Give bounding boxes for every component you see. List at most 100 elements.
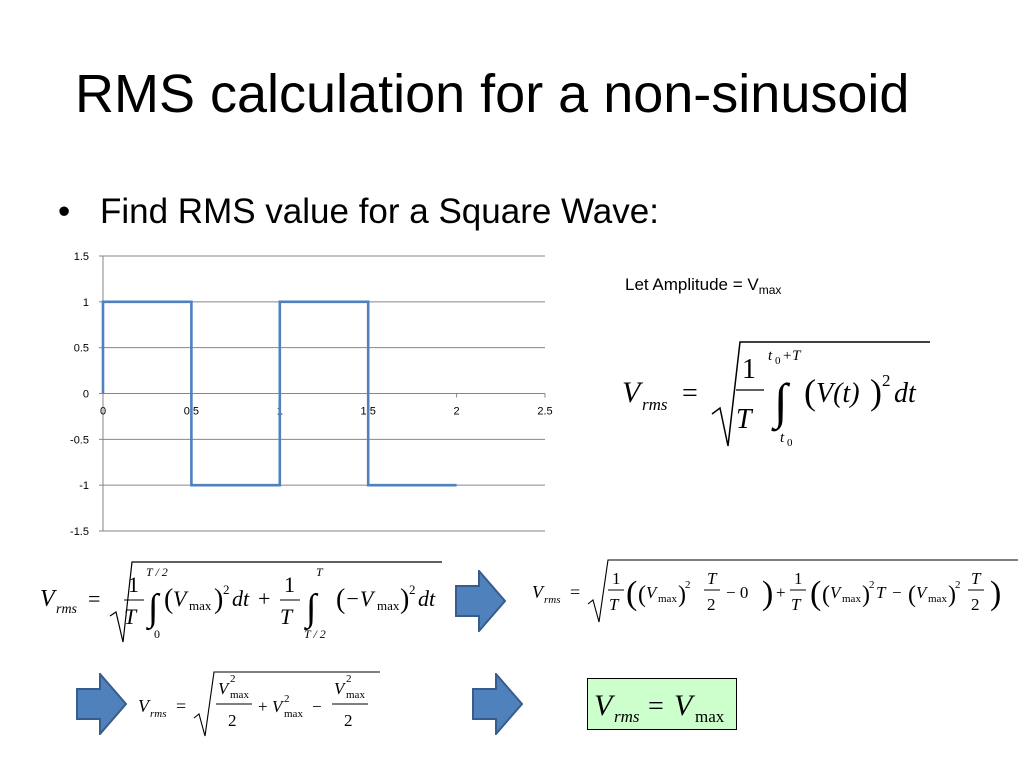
eq-numerator: 1: [742, 354, 756, 385]
big-paren-close: ): [762, 575, 773, 612]
result-max: max: [695, 707, 725, 726]
bullet-item: • Find RMS value for a Square Wave:: [58, 190, 659, 234]
y-tick-label: 1: [83, 297, 89, 309]
amplitude-note-subscript: max: [758, 283, 782, 297]
eq-plus: +: [776, 583, 786, 602]
arrow-shape: [455, 570, 507, 632]
upper-limit-1: T / 2: [146, 565, 168, 579]
lower-limit-1: 0: [154, 627, 160, 641]
result-v: V: [674, 689, 696, 722]
bullet-dot: •: [58, 192, 71, 231]
frac2-den: T: [791, 595, 802, 614]
eq-var: V: [622, 376, 644, 409]
paren-open: (: [336, 584, 345, 615]
right-arrow-icon: [76, 673, 128, 735]
t-term: T: [876, 583, 887, 602]
paren-open: (: [804, 372, 816, 412]
t-over-two-num: T: [707, 569, 718, 588]
frac1-num-max: max: [230, 689, 249, 701]
t-over-two-num: T: [971, 569, 982, 588]
eq-minus: −: [312, 697, 322, 716]
frac2-den: T: [280, 604, 294, 629]
frac1-den: T: [609, 595, 620, 614]
amplitude-note: Let Amplitude = Vmax: [625, 274, 781, 301]
frac2-num: 1: [284, 572, 295, 597]
frac2-den: 2: [344, 711, 353, 730]
frac2-num-v: V: [334, 679, 347, 698]
square-wave-line: [101, 300, 457, 487]
x-tick-label: 2.5: [537, 406, 552, 418]
bullet-text: Find RMS value for a Square Wave:: [100, 192, 659, 231]
y-tick-label: 1.5: [74, 251, 89, 263]
eq-sub: rms: [614, 707, 640, 726]
upper-limit-2: T: [316, 565, 324, 579]
integral-sign: ∫: [771, 373, 791, 432]
rms-simplified-equation: V rms = V 2 max 2 + V 2 max − V 2 max 2: [138, 671, 380, 737]
middle-v: V: [272, 697, 285, 716]
eq-minus: −: [892, 583, 902, 602]
eq-plus: +: [258, 586, 270, 611]
middle-power: 2: [284, 693, 290, 705]
eq-var: V: [138, 696, 151, 716]
paren-close: ): [862, 582, 870, 608]
rms-evaluated-equation: V rms = 1 T ( ( V max ) 2 T 2 − 0 ) + 1 …: [532, 559, 1018, 623]
t-over-two-den: 2: [971, 595, 980, 614]
max-2: max: [842, 593, 861, 605]
paren-close: ): [948, 582, 956, 608]
eq-sub: rms: [642, 395, 668, 414]
paren-open: (: [638, 582, 646, 608]
x-tick-label: 2: [454, 406, 460, 418]
term1-max: max: [189, 598, 212, 613]
arrow-shape: [472, 673, 524, 735]
integrand: V(t): [816, 378, 860, 409]
vmax-3: V: [916, 583, 929, 602]
power-1: 2: [685, 579, 691, 591]
term1-v: V: [173, 586, 189, 611]
frac1-num: 1: [612, 569, 621, 588]
eq-denominator: T: [736, 404, 754, 435]
amplitude-note-text: Let Amplitude = V: [625, 275, 759, 294]
term2-v: −V: [345, 586, 376, 611]
eq-var: V: [532, 582, 545, 602]
lower-limit-sub: 0: [787, 437, 793, 449]
vmax-2: V: [830, 583, 843, 602]
y-tick-label: -1: [79, 480, 89, 492]
upper-limit-sub: 0: [775, 355, 781, 367]
term1-power: 2: [223, 582, 230, 597]
max-3: max: [928, 593, 947, 605]
rms-definition-equation: V rms = 1 T t 0 +T ∫ t 0 ( V(t) ) 2 dt: [622, 341, 930, 449]
chart-series: [101, 300, 457, 487]
eq-equals: =: [570, 582, 580, 602]
integral-sign-2: ∫: [304, 587, 319, 631]
big-paren-open: (: [626, 575, 637, 612]
arrow-shape: [76, 673, 128, 735]
eq-plus: +: [258, 697, 268, 716]
paren-open: (: [164, 584, 173, 615]
frac2-num: 1: [794, 569, 803, 588]
paren-close: ): [214, 584, 223, 615]
sqrt-sign: [587, 559, 1018, 623]
eq-sub: rms: [544, 594, 561, 606]
vmax-1: V: [646, 583, 659, 602]
upper-limit-plus: +T: [782, 348, 802, 364]
max-1: max: [658, 593, 677, 605]
t-over-two-den: 2: [707, 595, 716, 614]
chart-axes: [99, 255, 546, 532]
paren-open: (: [908, 582, 916, 608]
paren-close: ): [678, 582, 686, 608]
frac1-den: T: [124, 604, 138, 629]
lower-limit-2: T / 2: [304, 627, 326, 641]
integral-sign-1: ∫: [146, 587, 161, 631]
frac2-num-power: 2: [346, 673, 352, 685]
sqrt-sign: [109, 561, 442, 643]
eq-equals: =: [648, 691, 664, 722]
right-arrow-icon: [472, 673, 524, 735]
eq-equals: =: [176, 696, 186, 716]
eq-sub: rms: [56, 602, 78, 617]
y-tick-label: 0.5: [74, 343, 89, 355]
paren-close: ): [870, 372, 882, 412]
eq-equals: =: [682, 378, 698, 409]
rms-result-equation: V rms = V max: [594, 689, 725, 726]
